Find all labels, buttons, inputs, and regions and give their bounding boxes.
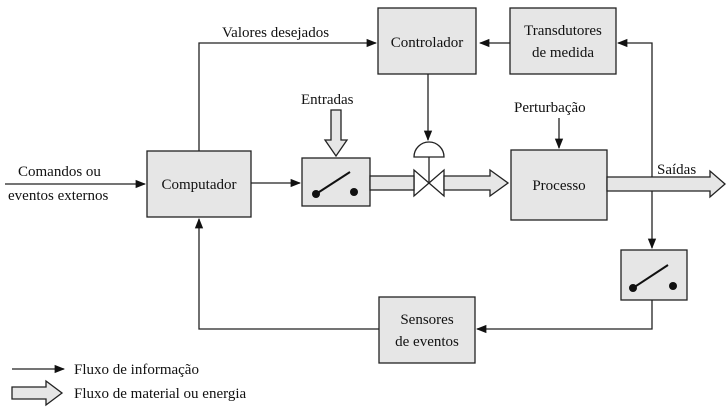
saidas-pipe — [606, 169, 726, 199]
processo-label: Processo — [532, 178, 585, 194]
sensores-label-line1: Sensores — [400, 312, 453, 328]
pipe-switch-to-valve — [369, 175, 415, 191]
valve-icon — [413, 141, 445, 198]
sensores-to-computador-arrow — [194, 217, 379, 330]
entradas-pipe — [323, 109, 349, 158]
transdutores-label-line1: Transdutores — [524, 23, 602, 39]
perturbacao-label: Perturbação — [514, 100, 586, 116]
event-switch-icon — [620, 249, 688, 301]
input-switch-icon — [301, 157, 371, 207]
sensores-block: Sensores de eventos — [378, 296, 476, 364]
legend-material-arrow — [11, 379, 64, 407]
valores-desejados-arrow — [198, 38, 378, 151]
saidas-label: Saídas — [657, 162, 696, 178]
processo-block: Processo — [510, 149, 608, 221]
legend-info-label: Fluxo de informação — [74, 362, 199, 378]
valores-desejados-label: Valores desejados — [222, 25, 329, 41]
transdutores-label-line2: de medida — [532, 45, 594, 61]
comandos-label-line1: Comandos ou — [18, 164, 101, 180]
computador-block: Computador — [146, 150, 252, 218]
switch-to-sensores-arrow — [475, 300, 653, 334]
controlador-label: Controlador — [391, 35, 464, 51]
entradas-label: Entradas — [301, 92, 354, 108]
measurement-arrow — [616, 38, 653, 177]
legend-material-label: Fluxo de material ou energia — [74, 386, 247, 402]
comandos-label-line2: eventos externos — [8, 188, 109, 204]
controlador-block: Controlador — [377, 7, 477, 75]
pipe-valve-to-processo — [443, 168, 510, 198]
sensores-label-line2: de eventos — [395, 334, 459, 350]
legend: Fluxo de informação Fluxo de material ou… — [11, 362, 247, 407]
transdutores-block: Transdutores de medida — [509, 7, 617, 75]
computador-label: Computador — [162, 177, 237, 193]
